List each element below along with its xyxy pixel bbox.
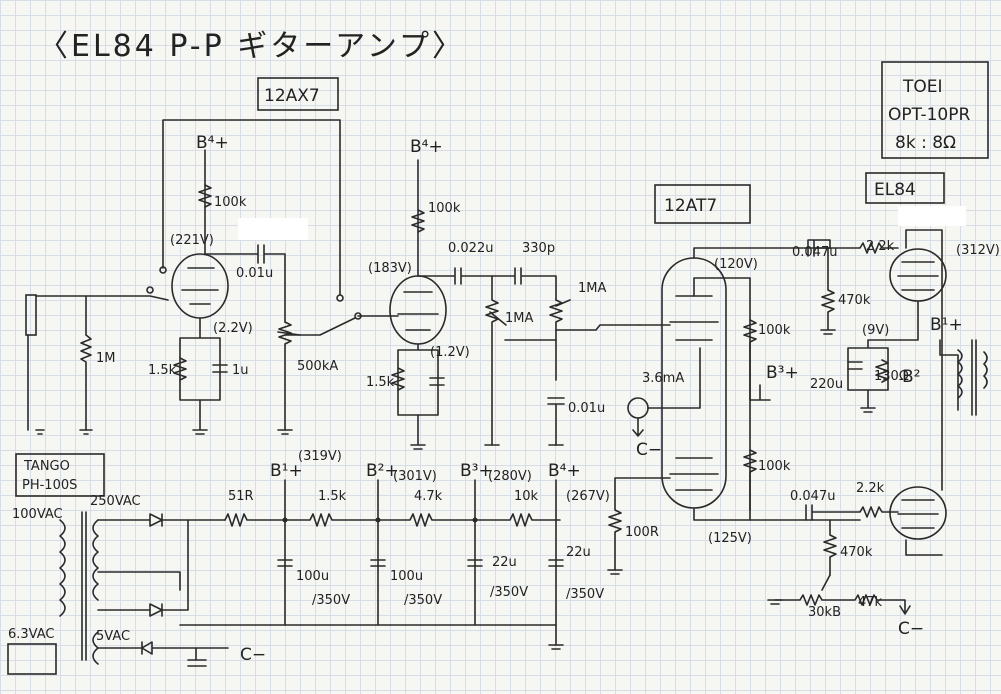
out-cathode-resistor: 130Ω [874, 369, 909, 384]
out-cathode-cap: 220u [810, 377, 843, 392]
ps-cap-1-voltage: /350V [312, 593, 350, 608]
pi-top-plate-voltage: (120V) [714, 257, 758, 272]
out-cminus: C− [898, 619, 924, 639]
ps-cap-2-voltage: /350V [404, 593, 442, 608]
pi-ccs-current: 3.6mA [642, 371, 684, 386]
input-jack [25, 294, 37, 336]
second-cathode-resistor: 1.5k [366, 375, 395, 390]
ps-cap-2: 100u [390, 569, 423, 584]
ps-cap-1: 100u [296, 569, 329, 584]
input-cathode-voltage: (2.2V) [213, 321, 253, 336]
phase-inverter: (120V) 100k 100k B³+ (125V) 3.6mA C− 100… [607, 247, 861, 575]
input-coupling-cap: 0.01u [236, 266, 273, 281]
opt-brand: TOEI [902, 77, 943, 97]
diagram-title: 〈EL84 P-P ギターアンプ〉 [38, 29, 465, 64]
tube-label-box-12ax7 [257, 77, 339, 111]
power-transformer-model: PH-100S [22, 478, 77, 493]
out-top-coupling-cap: 0.047u [792, 245, 837, 260]
input-stage: B⁴+ 100k (221V) 0.01u 500kA (2.2V) 1.5k … [25, 119, 362, 435]
pi-bottom-plate-voltage: (125V) [708, 531, 752, 546]
tube-v1b [389, 275, 447, 345]
pt-hv-voltage: 250VAC [90, 494, 141, 509]
second-b4-label: B⁴+ [410, 137, 443, 157]
ps-cap-3: 22u [492, 555, 517, 570]
tube-label-box-12at7 [654, 184, 751, 224]
ps-resistor-4: 10k [514, 489, 539, 504]
input-volume-pot: 500kA [297, 359, 338, 374]
second-plate-resistor: 100k [428, 201, 461, 216]
tube-label-12at7: 12AT7 [664, 196, 717, 216]
tube-v1a [171, 253, 229, 319]
input-cathode-resistor: 1.5k [148, 363, 177, 378]
out-bias-resistor: 47k [858, 595, 883, 610]
pi-bottom-plate-resistor: 100k [758, 459, 791, 474]
power-transformer-box [15, 453, 105, 497]
ps-b1-voltage: (319V) [298, 449, 342, 464]
out-top-grid-stopper: 2.2k [866, 239, 895, 254]
output-stage: 0.047u 2.2k 470k (312V) (9V) 220u 130Ω B… [767, 206, 1000, 639]
ps-b1-label: B¹+ [270, 461, 303, 481]
pt-heater-winding [7, 643, 57, 675]
input-b4-label: B⁴+ [196, 133, 229, 153]
input-plate-voltage: (221V) [170, 233, 214, 248]
second-stage: B⁴+ 100k (183V) 0.022u 330p 1MA 1MA 0.01… [357, 137, 641, 450]
opt-model: OPT-10PR [888, 105, 970, 125]
out-screen-voltage: (9V) [862, 323, 889, 338]
out-bottom-coupling-cap: 0.047u [790, 489, 835, 504]
ps-resistor-1: 51R [228, 489, 254, 504]
ps-b2-voltage: (301V) [393, 469, 437, 484]
second-pot-1: 1MA [505, 311, 533, 326]
second-coupling-cap: 0.022u [448, 241, 493, 256]
power-supply: 100VAC 250VAC 6.3VAC 5VAC C− 51R 1.5k 4.… [7, 449, 610, 675]
out-b1-label: B¹+ [930, 315, 963, 335]
pi-top-plate-resistor: 100k [758, 323, 791, 338]
out-top-grid-resistor: 470k [838, 293, 871, 308]
input-plate-resistor: 100k [214, 195, 247, 210]
second-bright-cap: 330p [522, 241, 555, 256]
ps-resistor-3: 4.7k [414, 489, 443, 504]
pt-heater-voltage: 6.3VAC [8, 627, 54, 642]
second-cathode-voltage: (1.2V) [430, 345, 470, 360]
opt-impedance: 8k : 8Ω [895, 133, 956, 153]
input-cathode-cap: 1u [232, 363, 249, 378]
ps-b3-voltage: (280V) [488, 469, 532, 484]
pi-b3-label: B³+ [766, 363, 799, 383]
out-bottom-grid-resistor: 470k [840, 545, 873, 560]
tube-label-el84: EL84 [874, 180, 916, 200]
tube-v3-top [889, 248, 947, 302]
ps-cap-4-voltage: /350V [566, 587, 604, 602]
pi-current-source [627, 397, 649, 419]
pt-primary-voltage: 100VAC [12, 507, 63, 522]
tube-v3-bottom [889, 486, 947, 540]
ps-b4-label: B⁴+ [548, 461, 581, 481]
pt-rectifier-voltage: 5VAC [96, 629, 130, 644]
out-plate-voltage: (312V) [956, 243, 1000, 258]
out-b2-label: B² [902, 367, 920, 387]
tube-label-12ax7: 12AX7 [264, 86, 320, 106]
ps-cap-3-voltage: /350V [490, 585, 528, 600]
ps-b2-label: B²+ [366, 461, 399, 481]
second-pot-2: 1MA [578, 281, 606, 296]
second-shunt-cap: 0.01u [568, 401, 605, 416]
out-bottom-grid-stopper: 2.2k [856, 481, 885, 496]
out-bias-pot: 30kB [808, 605, 841, 620]
ps-b3-label: B³+ [460, 461, 493, 481]
pi-grid-resistor: 100R [625, 525, 659, 540]
input-grid-resistor: 1M [96, 351, 116, 366]
output-transformer-box [881, 61, 989, 159]
pi-cminus: C− [636, 440, 662, 460]
tube-label-box-el84 [865, 172, 945, 204]
ps-cap-4: 22u [566, 545, 591, 560]
second-plate-voltage: (183V) [368, 261, 412, 276]
power-transformer-brand: TANGO [23, 459, 70, 474]
pt-cminus: C− [240, 645, 266, 665]
ps-b4-voltage: (267V) [566, 489, 610, 504]
ps-resistor-2: 1.5k [318, 489, 347, 504]
